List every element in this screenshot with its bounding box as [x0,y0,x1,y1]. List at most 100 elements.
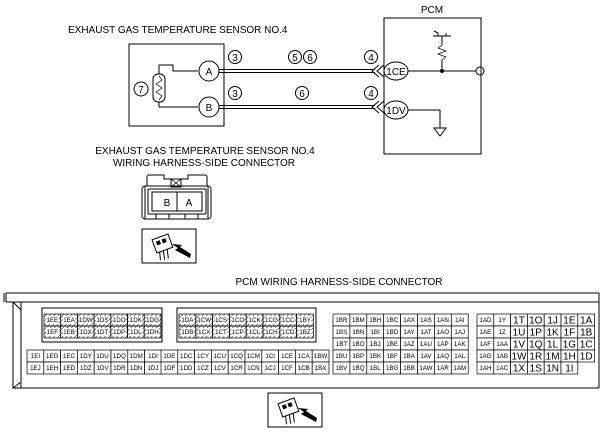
pcm-pin-1cx: 1CX [198,329,210,336]
wire-mark-6-top: 6 [307,53,313,64]
pcm-pin-1g: 1G [563,340,577,351]
pcm-pin-1cy: 1CY [197,353,209,360]
pcm-pin-1dy: 1DY [80,353,92,360]
pcm-pin-1dk: 1DK [130,317,143,324]
pcm-pin-1m: 1M [546,352,560,363]
pcm-box [383,17,482,155]
pcm-pin-1cv: 1CV [214,365,227,372]
pcm-pin-1ce-label: 1CE [386,67,406,78]
pcm-pin-1bo: 1BO [352,341,365,348]
pcm-pin-1ag: 1AG [479,353,492,360]
connector-title-line1: EXHAUST GAS TEMPERATURE SENSOR NO.4 [95,146,315,157]
pcm-pin-1cu: 1CU [214,353,226,360]
pcm-pin-1u: 1U [513,328,526,339]
pcm-pin-1cj: 1CJ [265,365,276,372]
pcm-pin-1bq: 1BQ [352,365,365,372]
pcm-pin-1bh: 1BH [369,317,381,324]
pcm-pin-1cr: 1CR [230,365,243,372]
sensor-pin-a [198,60,220,82]
pcm-pin-1ch: 1CH [265,329,277,336]
wire-mark-4-top: 4 [368,53,374,64]
pcm-pin-1cm: 1CM [247,353,260,360]
pcm-pin-1cq: 1CQ [230,353,243,360]
pcm-pin-1ae: 1AE [480,329,492,336]
pcm-pin-1aw: 1AW [419,365,432,372]
pcm-pin-1ej: 1EJ [30,365,41,372]
pcm-pin-1bx: 1BX [315,365,327,372]
wire-mark-6-bottom: 6 [299,89,305,100]
wire-mark-3-bottom: 3 [232,89,238,100]
pcm-pin-1ce: 1CE [281,353,293,360]
pcm-pin-1o: 1O [529,316,543,327]
pcm-pin-1ee: 1EE [46,317,58,324]
pcm-pin-1db: 1DB [181,329,193,336]
pcm-pin-1at: 1AT [421,329,432,336]
pcm-pin-1am: 1AM [453,365,466,372]
pcm-pin-1ca: 1CA [298,353,311,360]
pcm-pin-1ef: 1EF [47,329,59,336]
pcm-pin-1bw: 1BW [314,353,328,360]
pcm-pin-1az: 1AZ [403,341,415,348]
pcm-pin-1ab: 1AB [496,353,508,360]
pcm-pin-1k: 1K [546,328,559,339]
pcm-pin-1j: 1J [547,316,558,327]
pcm-pin-1ck: 1CK [249,317,262,324]
pcm-pin-1bs: 1BS [336,329,348,336]
pcm-pin-1dc: 1DC [180,353,193,360]
pcm-pin-1dr: 1DR [113,365,126,372]
pcm-pin-1bp: 1BP [352,353,364,360]
pcm-pin-1s: 1S [530,364,543,375]
pcm-pin-1ed: 1ED [63,365,76,372]
pcm-pin-1bl: 1BL [370,365,382,372]
pcm-output-terminal [475,66,485,76]
pcm-pin-1bd: 1BD [386,329,399,336]
pcm-pin-1w: 1W [512,352,528,363]
pcm-pin-1af: 1AF [480,341,492,348]
pcm-pin-1ad: 1AD [479,317,492,324]
pcm-pin-1h: 1H [563,352,576,363]
pcm-pin-1x: 1X [513,364,526,375]
sensor-pin-b-label: B [206,103,213,114]
pcm-pin-1da: 1DA [181,317,194,324]
pcm-pin-1q: 1Q [529,340,543,351]
pcm-pin-1av: 1AV [420,353,432,360]
pcm-pin-1l: 1L [547,340,559,351]
pcm-pin-1a: 1A [580,316,593,327]
pcm-pin-1cg: 1CG [265,317,278,324]
pcm-pin-1du: 1DU [96,353,108,360]
pcm-pin-1ci: 1CI [265,353,275,360]
pcm-pin-1dp: 1DP [113,329,125,336]
pcm-pin-1dx: 1DX [80,329,92,336]
pcm-connector-housing [3,292,600,389]
pull-up-resistor-symbol [408,30,476,73]
pcm-pin-1bn: 1BN [352,329,364,336]
sensor-box [128,43,225,127]
pcm-pin-1ba: 1BA [403,353,416,360]
pcm-pin-1cd: 1CD [282,329,295,336]
pcm-pin-1bj: 1BJ [370,341,381,348]
pcm-pin-1br: 1BR [335,317,348,324]
pcm-pin-1ac: 1AC [496,365,509,372]
pcm-pin-1cf: 1CF [281,365,293,372]
sensor-connector-pin-a: A [186,198,193,209]
pcm-title: PCM [421,5,443,16]
pcm-pin-1dm: 1DM [130,353,143,360]
pcm-pin-1v: 1V [513,340,526,351]
pcm-pin-1df: 1DF [164,365,176,372]
pcm-pin-1do: 1DO [113,317,126,324]
pcm-pin-1cz: 1CZ [197,365,209,372]
connector-title-line2: WIRING HARNESS-SIDE CONNECTOR [113,158,295,169]
pcm-pin-1co: 1CO [231,317,244,324]
pcm-pin-1di: 1DI [148,353,158,360]
wire-mark-3-top: 3 [232,53,238,64]
pcm-pin-1dw: 1DW [79,317,93,324]
pcm-pin-1n: 1N [546,364,559,375]
pcm-pin-1bz: 1BZ [299,329,311,336]
pcm-pin-1bi: 1BI [371,329,381,336]
pcm-pin-1dd: 1DD [180,365,193,372]
ground-symbol [408,109,447,137]
pcm-pin-1de: 1DE [163,353,175,360]
pcm-pin-1cc: 1CC [282,317,295,324]
pcm-pin-1y: 1Y [498,317,506,324]
